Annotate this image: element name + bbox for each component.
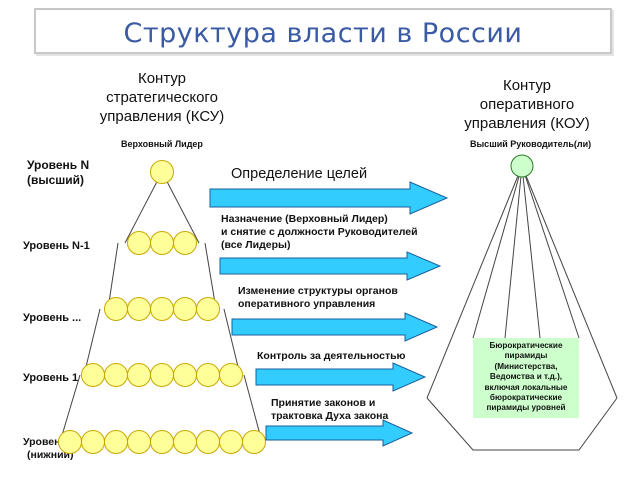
arrow-label-line: Определение целей: [231, 166, 368, 182]
level-label-one: Уровень 1: [23, 371, 78, 385]
left-apex-label: Верховный Лидер: [121, 139, 203, 149]
pyramid-edge: [223, 308, 241, 376]
arrow-label-laws: Принятие законов и трактовка Духа закона: [271, 397, 388, 423]
cone-base: [426, 397, 618, 451]
level-label-line: Уровень N: [27, 158, 90, 172]
level-label-line: Уровень 1: [23, 372, 79, 384]
bureau-line: включая локальные: [484, 382, 568, 392]
left-heading: Контур стратегического управления (КСУ): [92, 69, 232, 126]
pyramid-edge: [83, 308, 101, 376]
leader-circle: [219, 363, 243, 387]
pyramid-edge: [243, 374, 263, 443]
leader-circle: [81, 430, 105, 454]
bureau-line: Бюрократические: [489, 341, 563, 350]
leader-circle: [127, 363, 151, 387]
leader-circle: [196, 430, 220, 454]
cone-line: [521, 165, 580, 339]
leader-circle: [81, 363, 105, 387]
arrow-label-appoint: Назначение (Верховный Лидер) и снятие с …: [221, 213, 418, 252]
operational-pyramid: [426, 154, 618, 451]
leader-circle: [173, 430, 197, 454]
level-label-mid: Уровень ...: [23, 311, 81, 325]
arrow-restructure: [231, 312, 439, 342]
level-label-line: (нижний): [27, 449, 74, 461]
pyramid-edge: [161, 171, 200, 244]
arrow-label-goals: Определение целей: [231, 165, 367, 183]
leader-circle: [127, 231, 151, 255]
leader-circle: [196, 297, 220, 321]
right-heading-line: Контур: [502, 77, 552, 94]
title-box: Структура власти в России: [34, 8, 612, 54]
leader-circle: [104, 430, 128, 454]
right-heading-line: управления (КОУ): [464, 115, 590, 132]
bureau-line: пирамиды уровней: [486, 403, 566, 413]
top-leader-node: [510, 154, 534, 178]
cone-line: [472, 165, 523, 339]
arrow-label-line: Изменение структуры органов: [238, 285, 398, 297]
left-heading-line: управления (КСУ): [99, 108, 225, 125]
leader-circle: [58, 430, 82, 454]
arrow-label-line: (все Лидеры): [221, 239, 291, 251]
level-label-n: Уровень N (высший): [27, 158, 89, 188]
arrow-label-line: Контроль за деятельностью: [257, 350, 406, 362]
bureaucratic-pyramids-box: Бюрократические пирамиды (Министерства, …: [473, 338, 579, 418]
arrow-laws: [265, 419, 414, 447]
level-label-line: Уровень N-1: [23, 240, 90, 252]
leader-circle: [104, 363, 128, 387]
arrow-label-line: Принятие законов и: [271, 397, 376, 409]
cone-line: [426, 165, 523, 399]
arrow-goals: [209, 181, 449, 215]
influence-arrows: [209, 181, 449, 447]
page-title: Структура власти в России: [123, 18, 523, 49]
arrow-label-restructure: Изменение структуры органов оперативного…: [238, 285, 398, 311]
leader-circle: [196, 363, 220, 387]
leader-circle: [219, 430, 243, 454]
right-heading-line: оперативного: [479, 96, 575, 113]
level-label-line: (высший): [27, 173, 85, 187]
bureau-line: Ведомства и т.д.),: [489, 372, 563, 382]
cone-line: [521, 165, 618, 399]
cone-line: [521, 165, 541, 339]
strategic-pyramid: [58, 160, 266, 454]
pyramid-edge: [204, 242, 217, 310]
leader-circle: [173, 363, 197, 387]
leader-circle: [104, 297, 128, 321]
cone-line: [504, 165, 523, 339]
bureau-line: (Министерства,: [494, 361, 558, 371]
pyramid-edge: [59, 374, 81, 443]
arrow-label-line: Назначение (Верховный Лидер): [221, 213, 388, 225]
pyramid-edge: [124, 171, 163, 244]
leader-circle: [173, 231, 197, 255]
leader-circle: [242, 430, 266, 454]
right-apex-label: Высший Руководитель(ли): [470, 139, 592, 149]
arrow-control: [255, 362, 427, 392]
leader-circle: [150, 160, 174, 184]
leader-circle: [150, 363, 174, 387]
level-label-line: Уровень ...: [23, 312, 82, 324]
left-heading-line: стратегического: [106, 89, 218, 106]
leader-circle: [173, 297, 197, 321]
arrow-label-line: оперативного управления: [238, 298, 376, 310]
arrow-label-line: трактовка Духа закона: [271, 410, 389, 422]
level-label-n1: Уровень N-1: [23, 239, 90, 253]
arrow-appoint: [219, 251, 442, 281]
leader-circle: [127, 430, 151, 454]
pyramid-edge: [107, 242, 119, 310]
leader-circle: [150, 297, 174, 321]
leader-circle: [127, 297, 151, 321]
arrow-label-line: и снятие с должности Руководителей: [221, 226, 418, 238]
leader-circle: [150, 430, 174, 454]
arrow-label-control: Контроль за деятельностью: [257, 350, 406, 363]
bureau-line: пирамиды: [504, 351, 548, 361]
bureau-line: бюрократические: [489, 393, 563, 403]
right-heading: Контур оперативного управления (КОУ): [454, 76, 600, 133]
leader-circle: [150, 231, 174, 255]
left-heading-line: Контур: [137, 70, 187, 87]
